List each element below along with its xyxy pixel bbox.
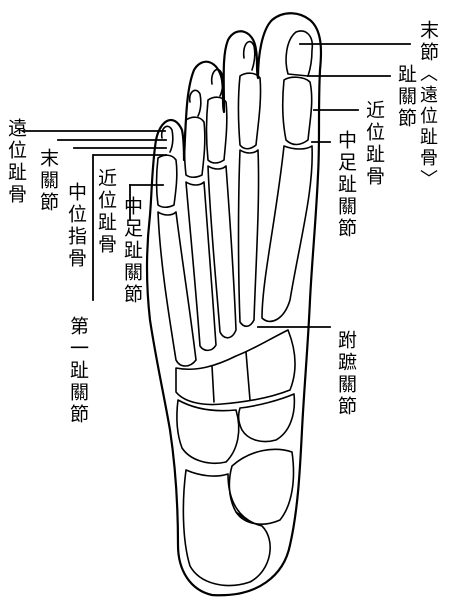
label-distal-joint-left: 末關節 (38, 148, 57, 214)
label-distal-phalanx-paren: 〈遠位趾骨〉 (418, 64, 436, 190)
third-toe-metatarsal (208, 166, 236, 338)
label-distal-phalanx-left: 遠位趾骨 (6, 118, 25, 206)
label-proximal-phalanx-left: 近位趾骨 (96, 168, 115, 256)
label-toe-joint-right: 趾關節 (396, 64, 415, 130)
second-toe-metatarsal (239, 150, 259, 326)
label-metatarsal-joint: 跗蹠關節 (336, 330, 355, 418)
big-toe-metatarsal (262, 146, 312, 321)
label-proximal-phalanx-right: 近位趾骨 (364, 100, 383, 188)
cuboid-bone (177, 400, 239, 463)
label-mid-foot-toe-joint-left: 中足趾關節 (122, 196, 141, 306)
label-middle-phalanx-left: 中位指骨 (66, 182, 85, 270)
label-mid-foot-toe-joint-right: 中足趾關節 (336, 130, 355, 240)
big-toe-proximal-phalanx (283, 77, 312, 144)
fifth-toe-phalanges (157, 126, 177, 207)
calcaneus-bone (183, 470, 270, 585)
label-first-toe-joint: 第一趾關節 (68, 316, 87, 426)
big-toe-distal-phalanx (286, 31, 312, 76)
label-distal-phalanx: 末節 (418, 20, 437, 64)
fourth-toe-metatarsal (186, 182, 216, 350)
